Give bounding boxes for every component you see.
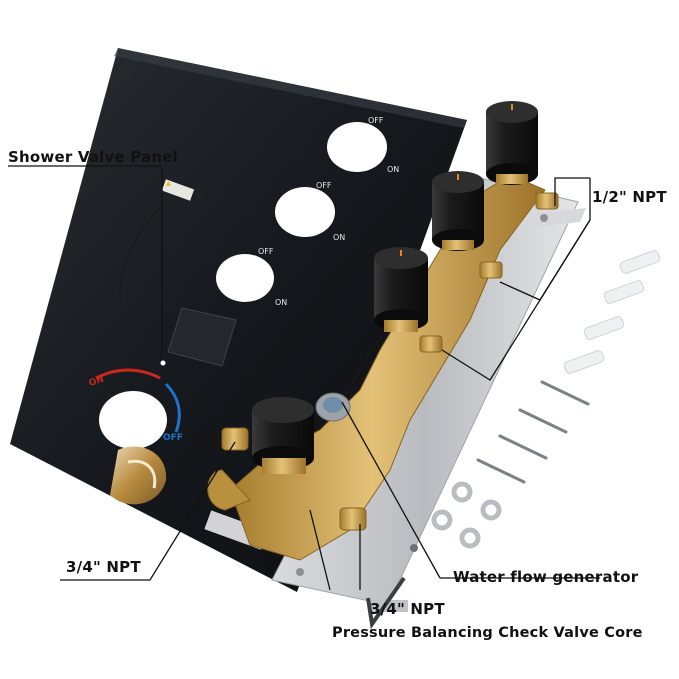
dial-cold-arc — [164, 382, 181, 433]
label-three-quarter-npt-left: 3/4" NPT — [66, 558, 141, 576]
label-half-inch-npt: 1/2" NPT — [592, 188, 667, 206]
washers — [431, 481, 502, 549]
shower-valve-panel: OFF ON OFF ON OFF ON ON OFF — [10, 48, 467, 592]
inlet-port-left — [221, 427, 249, 451]
dial-on-label: ON — [88, 375, 106, 389]
label-pressure-balancing-core: Pressure Balancing Check Valve Core — [332, 625, 643, 641]
panel-wire — [119, 199, 171, 301]
water-flow-generator — [315, 339, 379, 422]
inlet-port-bottom — [339, 507, 367, 531]
hex-key-icon — [366, 576, 406, 630]
dial-off-label: OFF — [163, 433, 183, 443]
pressure-balance-knob — [252, 397, 314, 474]
control-knob-3 — [374, 247, 428, 332]
panel-off-label-3: OFF — [258, 247, 274, 256]
callout-lines — [8, 165, 600, 591]
label-water-flow-generator: Water flow generator — [453, 568, 639, 586]
protective-film-icon — [110, 446, 167, 505]
dial-hot-arc — [95, 368, 161, 380]
panel-cutout-1 — [327, 122, 387, 172]
wall-anchors — [563, 250, 661, 374]
wall-screws — [476, 380, 590, 484]
outlet-port-1 — [535, 192, 559, 210]
label-three-quarter-npt-bottom: 3/4" NPT — [370, 600, 445, 618]
panel-on-label-1: ON — [387, 165, 399, 174]
panel-on-label-3: ON — [275, 298, 287, 307]
panel-cutout-main — [99, 391, 167, 449]
panel-off-label-2: OFF — [316, 181, 332, 190]
control-knob-1 — [486, 101, 538, 185]
outlet-port-3 — [419, 335, 443, 353]
dial-indicator-dot — [160, 360, 166, 366]
label-shower-valve-panel: Shower Valve Panel — [8, 148, 178, 166]
panel-cutout-2 — [275, 187, 335, 237]
display-window — [167, 307, 237, 367]
set-screw — [410, 544, 418, 552]
panel-cutout-3 — [216, 254, 274, 302]
panel-off-label-1: OFF — [368, 116, 384, 125]
panel-on-label-2: ON — [333, 233, 345, 242]
control-knob-2 — [432, 171, 484, 251]
outlet-port-2 — [479, 261, 503, 279]
